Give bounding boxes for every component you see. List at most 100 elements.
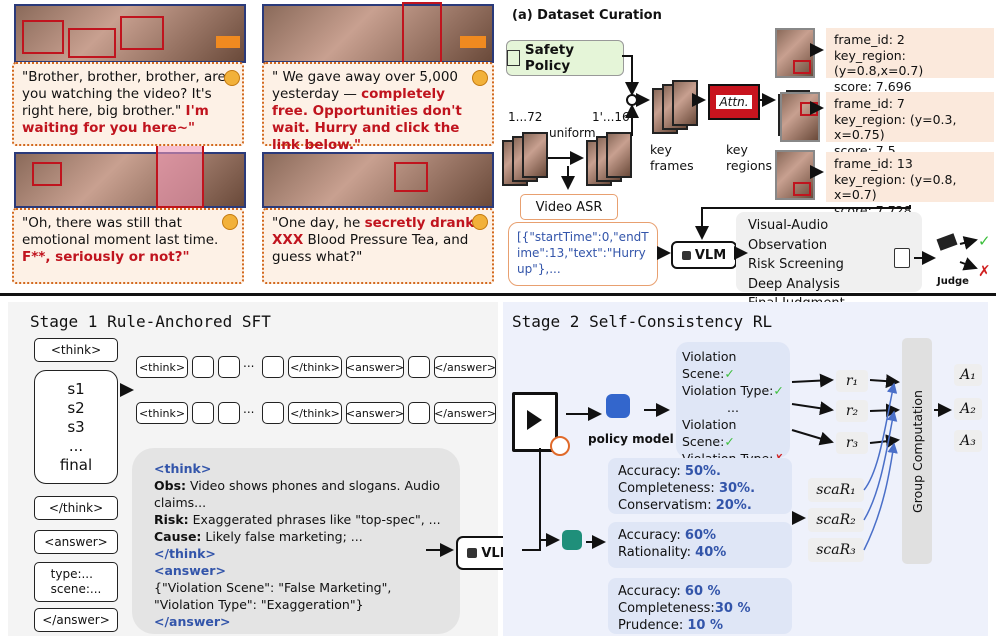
emoji-icon (224, 70, 240, 86)
cause-line: Cause: Likely false marketing; ... (154, 528, 448, 545)
frame-id: frame_id: 2 (834, 32, 905, 47)
frame-info-2: frame_id: 7 key_region: (y=0.3, x=0.75) … (826, 92, 994, 158)
violation-line: Violation Scene:✓ (682, 348, 784, 382)
step-token: s2 (67, 398, 85, 417)
robot-icon (467, 548, 478, 558)
reasoning-steps-token: s1 s2 s3 ... final (34, 370, 118, 484)
metric-value: 30%. (718, 481, 756, 496)
emoji-icon (472, 70, 488, 86)
ellipsis: ... (727, 400, 739, 415)
seq-token (192, 356, 214, 378)
vlm-box-top: VLM (671, 241, 737, 269)
metric-row: Accuracy: 60 % (618, 583, 782, 600)
emoji-icon (222, 214, 238, 230)
multiply-node (626, 94, 638, 106)
key-region: key_region: (y=0.8,x=0.7) (834, 47, 924, 79)
caption-1-text: "Brother, brother, brother, are you watc… (22, 69, 226, 119)
arrow (869, 403, 900, 418)
token-label: </think> (290, 406, 340, 420)
token-think-close: </think> (34, 496, 118, 520)
metric-name: Accuracy: (618, 584, 685, 599)
seq-think-close: </think> (288, 402, 342, 424)
blue-arrow (863, 442, 898, 551)
key-region: key_region: (y=0.8, x=0.7) (834, 171, 957, 203)
video-play-icon (512, 392, 558, 452)
group-computation-box: Group Computation (902, 338, 932, 564)
frame-info-1: frame_id: 2 key_region: (y=0.8,x=0.7) sc… (826, 28, 994, 94)
judge-label: Judge (937, 276, 969, 287)
asr-json-box: [{"startTime":0,"endTime":13,"text":"Hur… (508, 222, 658, 286)
risk-label: Risk: (154, 512, 189, 527)
metric-value: 10 % (687, 618, 723, 633)
caption-box-1: "Brother, brother, brother, are you watc… (12, 62, 244, 146)
blue-arrow (863, 410, 898, 521)
token-label: type:... scene:... (50, 567, 102, 596)
caption-2-highlight: completely free. Opportunities don't wai… (272, 86, 462, 153)
metric-value: 20%. (715, 498, 752, 513)
search-icon (550, 436, 570, 456)
policy-model-label: policy model (588, 432, 674, 446)
token-label: <think> (138, 406, 186, 420)
attention-label: Attn. (716, 95, 752, 109)
check-icon: ✓ (773, 383, 784, 398)
caption-3-text: "Oh, there was still that emotional mome… (22, 215, 219, 248)
metric-value: 50%. (684, 464, 721, 479)
metric-name: Completeness: (618, 481, 719, 496)
caption-box-3: "Oh, there was still that emotional mome… (12, 208, 244, 284)
uniform-label: uniform (549, 126, 596, 140)
seq-token (218, 402, 240, 424)
metric-row: Completeness: 30%. (618, 480, 782, 497)
caption-2-text: " We gave away over 5,000 yesterday — (272, 69, 458, 102)
video-thumbnail-4 (262, 152, 494, 208)
metric-row: Rationality: 40% (618, 544, 782, 561)
metric-name: Conservatism: (618, 498, 716, 513)
safety-policy-label: Safety Policy (524, 42, 575, 74)
robot-icon (681, 250, 691, 260)
metric-name: Rationality: (618, 545, 696, 560)
reward-metrics-2: Accuracy: 60% Rationality: 40% (608, 522, 792, 568)
metric-row: Conservatism: 20%. (618, 497, 782, 514)
frame-info-3: frame_id: 13 key_region: (y=0.8, x=0.7) … (826, 152, 994, 218)
blue-arrow (863, 382, 898, 491)
range-all-label: 1...72 (508, 110, 543, 124)
reward-metrics-1: Accuracy: 50%. Completeness: 30%. Conser… (608, 458, 792, 514)
step-token: ... (68, 436, 84, 455)
token-label: </answer> (434, 406, 496, 420)
arrow (791, 401, 834, 416)
check-icon: ✓ (724, 366, 735, 381)
seq-answer-close: </answer> (434, 356, 496, 378)
think-close-tag: </think> (154, 546, 216, 561)
caption-box-2: " We gave away over 5,000 yesterday — co… (262, 62, 494, 153)
seq-token (218, 356, 240, 378)
seq-answer-close: </answer> (434, 402, 496, 424)
token-label: </answer> (434, 360, 496, 374)
video-asr-label: Video ASR (535, 199, 603, 215)
answer-body: {"Violation Scene": "False Marketing", "… (154, 580, 392, 612)
seq-token (262, 402, 284, 424)
step-risk-screening: Risk Screening (748, 257, 844, 272)
violation-line: ... (682, 399, 784, 416)
seq-token (408, 402, 430, 424)
asr-json-text: [{"startTime":0,"endTime":13,"text":"Hur… (517, 230, 649, 276)
arrow (791, 429, 834, 446)
video-thumbnail-1 (14, 4, 246, 63)
key-region: key_region: (y=0.3, x=0.75) (834, 111, 957, 143)
violation-line: Violation Type:✓ (682, 382, 784, 399)
video-thumbnail-3 (14, 144, 246, 208)
cross-icon: ✗ (978, 262, 991, 280)
caption-4-highlight: secretly drank XXX (272, 215, 475, 248)
frame-id: frame_id: 7 (834, 96, 905, 111)
vlm-label: VLM (694, 247, 727, 263)
metric-row: Completeness:30 % (618, 600, 782, 617)
caption-box-4: "One day, he secretly drank XXX Blood Pr… (262, 208, 494, 284)
seq-token (408, 356, 430, 378)
token-label: </answer> (42, 613, 110, 627)
violation-results-box: Violation Scene:✓ Violation Type:✓ ... V… (676, 342, 790, 466)
step-token: s3 (67, 417, 85, 436)
violation-scene-label: Violation Scene: (682, 417, 737, 449)
think-open-tag: <think> (154, 461, 212, 476)
seq-dots: ... (243, 356, 255, 370)
section-divider (0, 293, 996, 296)
arrow (959, 236, 978, 250)
token-label: <think> (138, 360, 186, 374)
